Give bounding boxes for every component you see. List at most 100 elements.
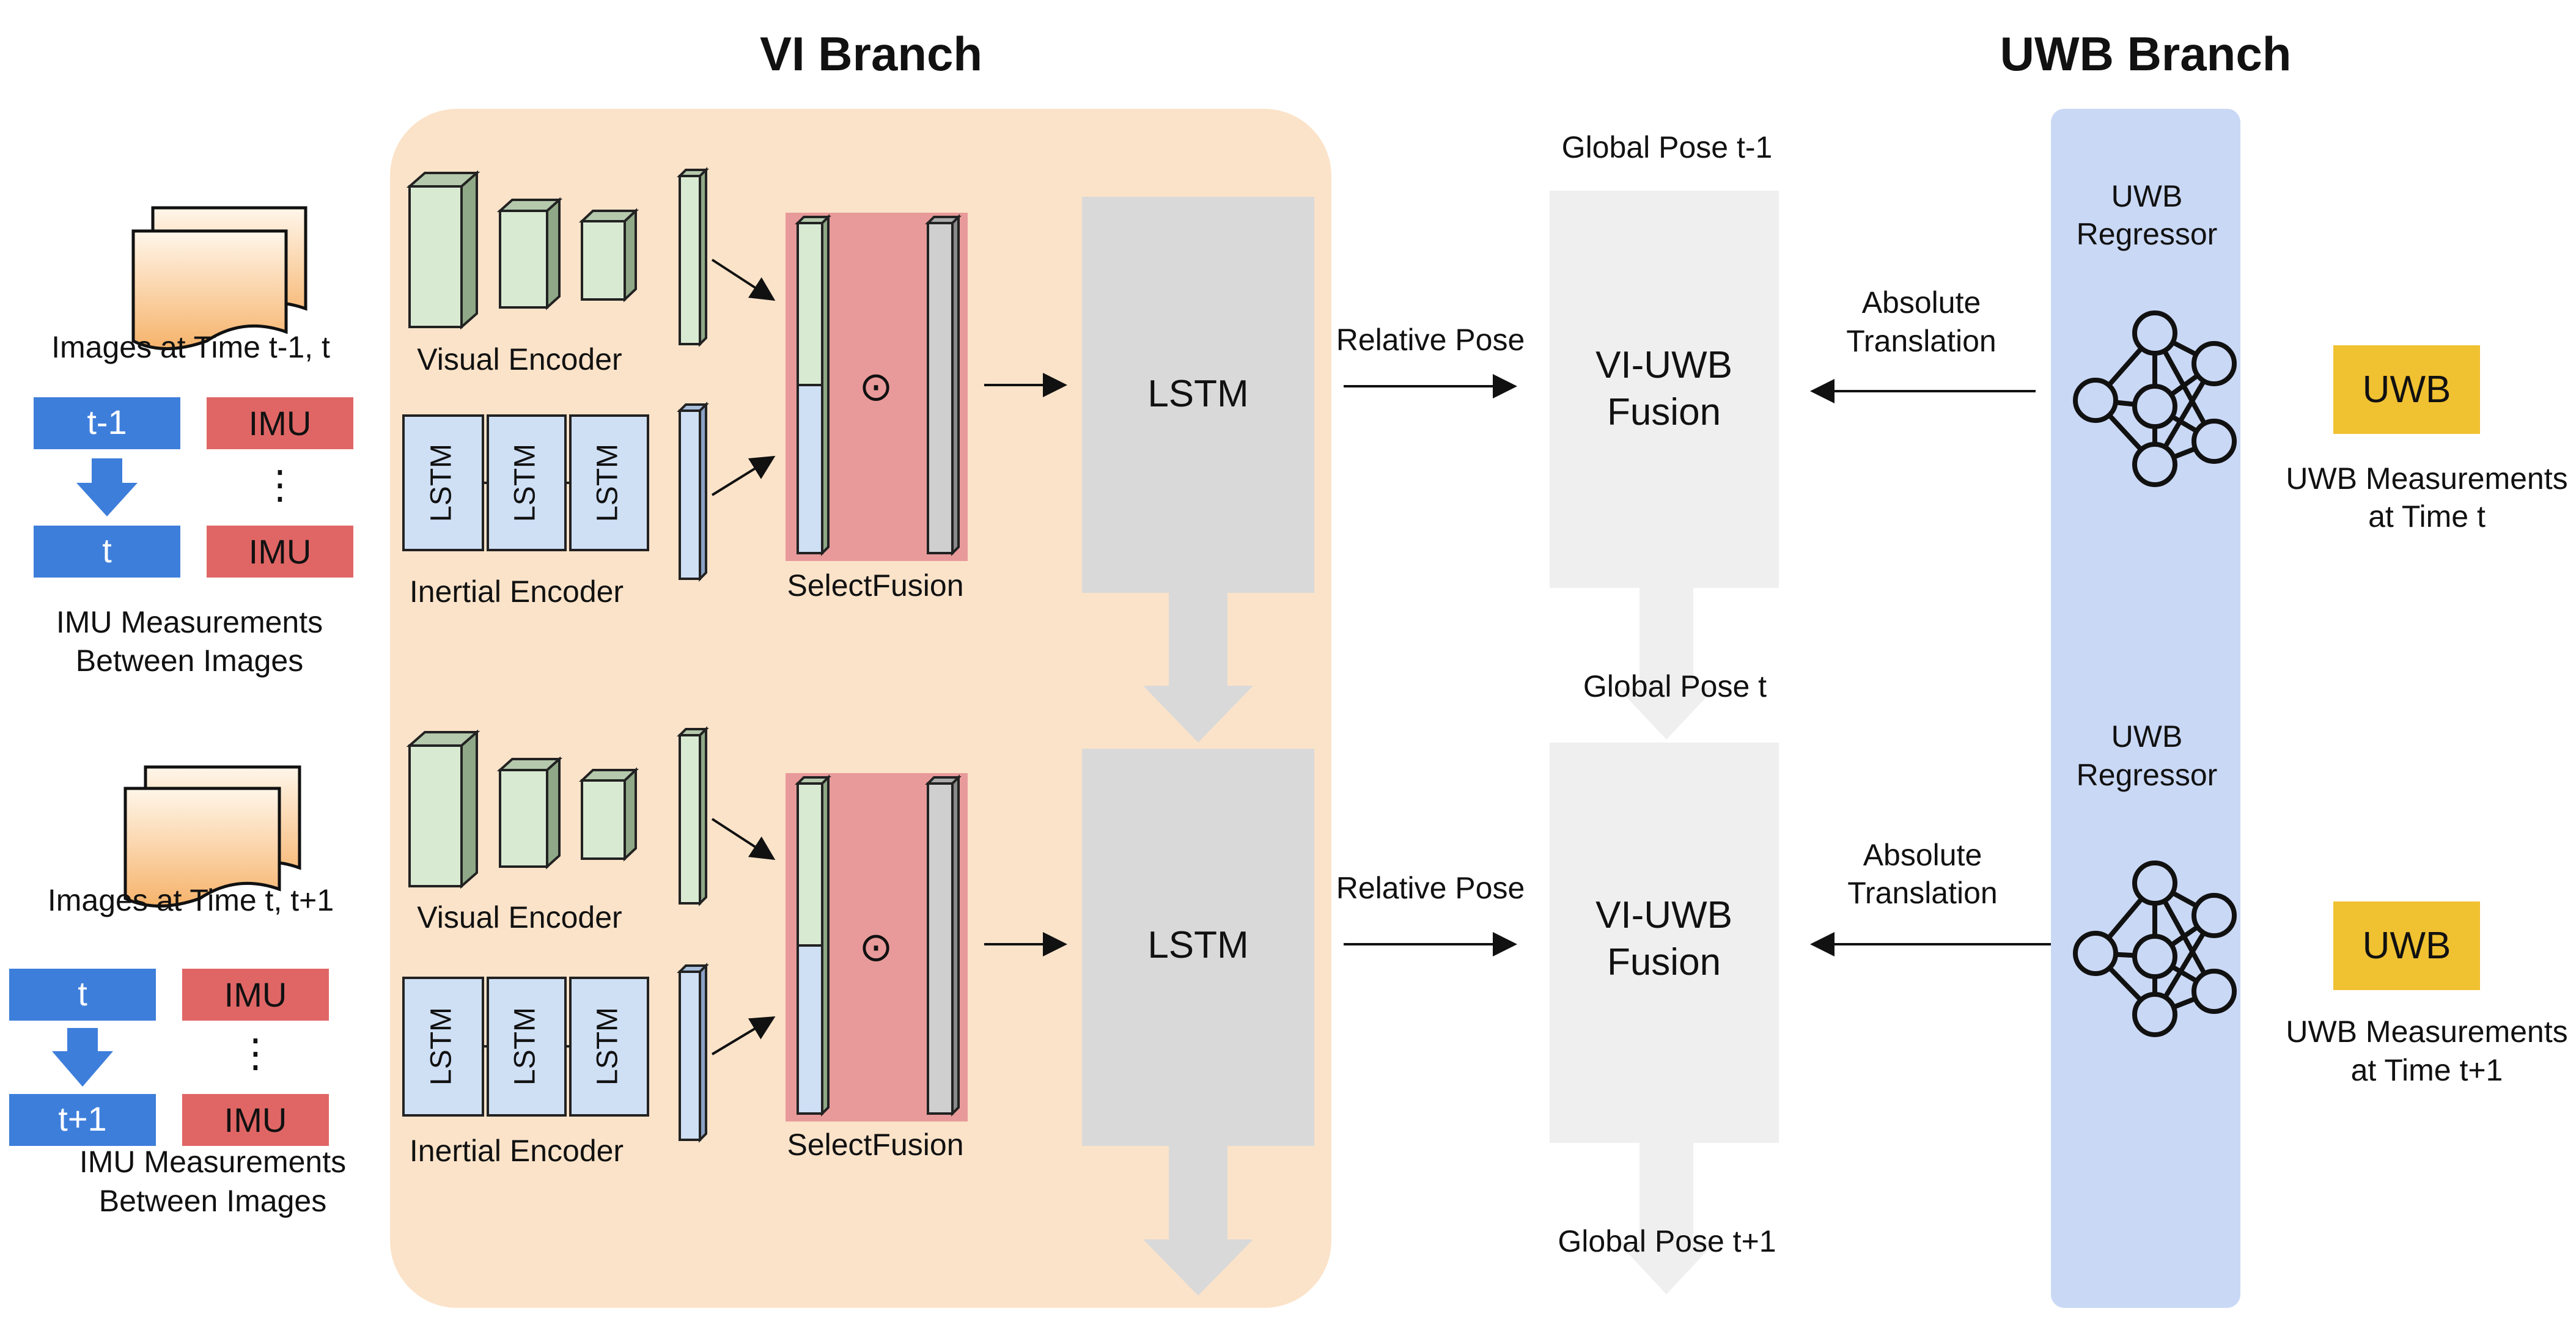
images-label-top: Images at Time t-1, t: [51, 330, 330, 364]
imu-caption-2b: Between Images: [99, 1184, 326, 1218]
image-stack-icon-top: [131, 206, 307, 350]
global-pose-prev-label: Global Pose t-1: [1562, 130, 1773, 164]
down-arrow-icon: [76, 458, 138, 516]
lstm-cell: [487, 414, 567, 551]
uwb-meas-label-bottom-2: at Time t+1: [2351, 1053, 2503, 1087]
fusion-label-bottom-2: Fusion: [1607, 941, 1721, 983]
down-arrow-icon: [1617, 1143, 1715, 1294]
vi-branch-title: VI Branch: [760, 27, 982, 81]
fusion-label-top-1: VI-UWB: [1595, 344, 1732, 386]
lstm-cell: [569, 414, 649, 551]
relative-pose-label-top: Relative Pose: [1336, 323, 1525, 357]
frame-label-t-2: t: [78, 974, 87, 1013]
visual-encoder-top: [406, 170, 639, 330]
images-label-bottom: Images at Time t, t+1: [48, 883, 334, 917]
uwb-meas-label-top-2: at Time t: [2368, 499, 2486, 534]
global-pose-next-label: Global Pose t+1: [1558, 1224, 1776, 1258]
lstm-cell-label: LSTM: [509, 444, 542, 522]
neural-network-icon-bottom: [2073, 861, 2237, 1037]
select-fusion-label-top: SelectFusion: [787, 568, 963, 603]
vi-uwb-fusion-bottom: [1550, 743, 1779, 1143]
visual-encoder-label-top: Visual Encoder: [417, 342, 622, 376]
imu-label-bottom-1: IMU: [249, 532, 312, 571]
uwb-regressor-label-top-1: UWB: [2111, 179, 2183, 213]
imu-label-top-2: IMU: [224, 975, 287, 1014]
select-fusion-bottom: ⊙: [786, 773, 968, 1121]
elementwise-product-icon: ⊙: [859, 923, 892, 971]
inertial-feature-vector-top: [677, 402, 709, 582]
uwb-branch-title: UWB Branch: [2000, 27, 2292, 81]
inertial-encoder-top: LSTM LSTM LSTM: [402, 414, 649, 551]
absolute-label-bottom-1: Absolute: [1863, 838, 1982, 872]
down-arrow-icon: [1143, 593, 1253, 743]
inertial-feature-vector-bottom: [677, 963, 709, 1143]
down-arrow-icon: [1143, 1146, 1253, 1296]
frame-box-t-1: [34, 397, 180, 449]
lstm-cell: [487, 977, 567, 1117]
lstm-block-bottom: [1082, 749, 1314, 1146]
uwb-branch-panel: [2051, 109, 2240, 1308]
absolute-label-top-2: Translation: [1846, 324, 1996, 358]
relative-pose-label-bottom: Relative Pose: [1336, 871, 1525, 905]
select-fusion-label-bottom: SelectFusion: [787, 1128, 963, 1162]
lstm-cell-label: LSTM: [509, 1007, 542, 1085]
uwb-box-label-top: UWB: [2363, 369, 2451, 411]
uwb-box-label-bottom: UWB: [2363, 925, 2451, 967]
arrow: [711, 455, 776, 496]
imu-dots-1: ⋮: [260, 463, 300, 508]
frame-box-t-plus-1: [9, 1094, 156, 1146]
imu-caption-2a: IMU Measurements: [79, 1145, 346, 1179]
imu-label-top-1: IMU: [249, 404, 312, 442]
lstm-cell-label: LSTM: [425, 444, 458, 522]
fusion-label-bottom-1: VI-UWB: [1595, 894, 1732, 936]
lstm-cell: [402, 414, 484, 551]
imu-box-bottom-1: [207, 526, 353, 578]
uwb-box-top: [2333, 345, 2480, 434]
imu-box-top-2: [182, 969, 329, 1021]
inertial-encoder-label-top: Inertial Encoder: [410, 574, 624, 609]
fusion-label-top-2: Fusion: [1607, 391, 1721, 433]
visual-encoder-label-bottom: Visual Encoder: [417, 900, 622, 934]
imu-box-top-1: [207, 397, 353, 449]
imu-box-bottom-2: [182, 1094, 329, 1146]
lstm-cell: [402, 977, 484, 1117]
inertial-encoder-bottom: LSTM LSTM LSTM: [402, 977, 649, 1117]
lstm-cell-label: LSTM: [425, 1007, 458, 1085]
select-fusion-top: ⊙: [786, 213, 968, 561]
imu-label-bottom-2: IMU: [224, 1101, 287, 1139]
global-pose-t-label: Global Pose t: [1583, 669, 1767, 703]
uwb-regressor-label-top-2: Regressor: [2077, 217, 2218, 251]
lstm-cell-label: LSTM: [592, 1007, 624, 1085]
frame-label-t: t: [102, 531, 112, 570]
uwb-meas-label-bottom-1: UWB Measurements: [2286, 1015, 2567, 1049]
uwb-regressor-label-bottom-2: Regressor: [2077, 758, 2218, 792]
imu-dots-2: ⋮: [236, 1031, 275, 1076]
arrow: [711, 1016, 776, 1055]
lstm-cell: [569, 977, 649, 1117]
down-arrow-icon: [1617, 588, 1715, 740]
absolute-label-top-1: Absolute: [1862, 285, 1981, 320]
visual-feature-vector-top: [677, 167, 709, 347]
arrow: [711, 259, 776, 301]
frame-box-t: [34, 526, 180, 578]
lstm-block-top: [1082, 197, 1314, 593]
frame-label-t-plus-1: t+1: [58, 1099, 106, 1138]
lstm-cell-label: LSTM: [592, 444, 624, 522]
uwb-meas-label-top-1: UWB Measurements: [2286, 461, 2567, 496]
uwb-box-bottom: [2333, 901, 2480, 990]
arrow: [711, 818, 776, 861]
imu-caption-1a: IMU Measurements: [56, 605, 323, 639]
frame-label-t-1: t-1: [87, 403, 127, 441]
vi-uwb-fusion-top: [1550, 191, 1779, 588]
absolute-label-bottom-2: Translation: [1847, 876, 1997, 910]
down-arrow-icon: [52, 1028, 113, 1087]
imu-caption-1b: Between Images: [76, 644, 303, 678]
elementwise-product-icon: ⊙: [859, 363, 892, 410]
visual-encoder-bottom: [406, 729, 639, 889]
visual-feature-vector-bottom: [677, 726, 709, 906]
neural-network-icon-top: [2073, 310, 2237, 487]
uwb-regressor-label-bottom-1: UWB: [2111, 719, 2183, 754]
inertial-encoder-label-bottom: Inertial Encoder: [410, 1134, 624, 1168]
lstm-label-bottom: LSTM: [1147, 924, 1248, 966]
